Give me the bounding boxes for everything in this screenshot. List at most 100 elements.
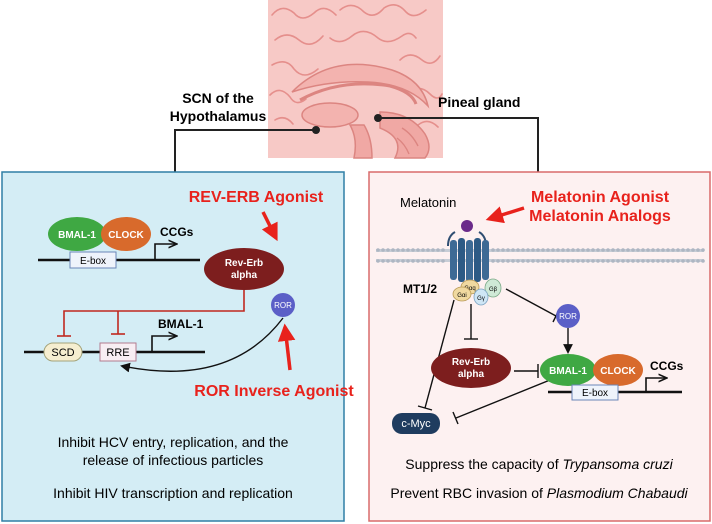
bmal1-protein-right (540, 354, 596, 386)
membrane-lipid (386, 248, 390, 252)
membrane-lipid (436, 248, 440, 252)
membrane-lipid (546, 259, 550, 263)
membrane-lipid (666, 248, 670, 252)
membrane-lipid (671, 248, 675, 252)
right-effect-2-text: Prevent RBC invasion of (390, 485, 546, 501)
bmal1-to-cmyc-inhibition (455, 379, 551, 419)
left-effect-2: Inhibit HIV transcription and replicatio… (53, 485, 293, 501)
membrane-lipid (556, 248, 560, 252)
clock-right-label: CLOCK (600, 366, 636, 377)
membrane-lipid (556, 259, 560, 263)
membrane-lipid (411, 248, 415, 252)
membrane-lipid (401, 259, 405, 263)
ccgs-right-label: CCGs (650, 359, 684, 373)
pineal-label: Pineal gland (438, 94, 520, 110)
right-effect-2-organism: Plasmodium Chabaudi (547, 485, 689, 501)
scd-gene (43, 342, 83, 362)
membrane-lipid (551, 248, 555, 252)
membrane-lipid (586, 248, 590, 252)
membrane-lipid (651, 248, 655, 252)
melatonin-analogs-label: Melatonin Analogs (529, 208, 671, 225)
clock-protein (101, 217, 151, 251)
membrane-lipid (501, 248, 505, 252)
membrane-lipid (626, 259, 630, 263)
membrane-lipid (491, 259, 495, 263)
rre-label: RRE (106, 347, 129, 359)
membrane-lipid (401, 248, 405, 252)
rev-erb-right-line-2: alpha (458, 369, 485, 380)
membrane-lipid (526, 248, 530, 252)
melatonin-agonist-arrow (485, 206, 525, 224)
scn-label-line-2: Hypothalamus (170, 108, 267, 124)
membrane-lipid (511, 248, 515, 252)
melatonin-agonist-label: Melatonin Agonist (531, 189, 670, 206)
membrane-lipid (386, 259, 390, 263)
membrane-lipid (611, 248, 615, 252)
connector-lines (174, 117, 539, 172)
g-beta-label: Gβ (489, 287, 498, 293)
membrane-lipid (441, 259, 445, 263)
membrane-lipid (521, 259, 525, 263)
membrane-lipid (411, 259, 415, 263)
g-alpha-i-subunit (452, 286, 472, 302)
cell-membrane (376, 248, 705, 263)
membrane-lipid (396, 259, 400, 263)
membrane-lipid (431, 259, 435, 263)
bmal1-gene-promoter-arrow (151, 336, 176, 352)
membrane-lipid (676, 259, 680, 263)
clock-protein-right (593, 354, 643, 386)
rre-element (99, 342, 137, 362)
membrane-lipid (581, 259, 585, 263)
scn-marker-dot (312, 126, 320, 134)
membrane-lipid (526, 259, 530, 263)
membrane-lipid (381, 259, 385, 263)
membrane-lipid (621, 259, 625, 263)
rev-erb-agonist-arrow (261, 211, 278, 242)
melatonin-label: Melatonin (400, 195, 456, 210)
rev-erb-label-line-2: alpha (231, 270, 258, 281)
membrane-lipid (491, 248, 495, 252)
right-effect-1-text: Suppress the capacity of (405, 456, 562, 472)
membrane-lipid (586, 259, 590, 263)
right-effect-1: Suppress the capacity of Trypansoma cruz… (405, 456, 673, 472)
bmal1-protein-label: BMAL-1 (58, 230, 96, 241)
ccgs-promoter-arrow (154, 244, 176, 260)
ccgs-label: CCGs (160, 225, 194, 239)
membrane-lipid (571, 259, 575, 263)
membrane-lipid (686, 248, 690, 252)
membrane-lipid (536, 259, 540, 263)
membrane-lipid (561, 259, 565, 263)
right-effect-1-organism: Trypansoma cruzi (562, 456, 673, 472)
scn-label-line-1: SCN of the (182, 90, 254, 106)
brain-illustration (268, 0, 443, 159)
membrane-lipid (681, 259, 685, 263)
membrane-lipid (496, 248, 500, 252)
membrane-lipid (696, 248, 700, 252)
membrane-lipid (631, 248, 635, 252)
clock-protein-label: CLOCK (108, 230, 144, 241)
cmyc-protein (392, 413, 440, 434)
cmyc-label: c-Myc (401, 418, 431, 430)
membrane-lipid (606, 248, 610, 252)
membrane-lipid (571, 248, 575, 252)
membrane-lipid (566, 248, 570, 252)
membrane-lipid (696, 259, 700, 263)
membrane-lipid (636, 259, 640, 263)
membrane-lipid (416, 259, 420, 263)
membrane-lipid (681, 248, 685, 252)
membrane-lipid (641, 248, 645, 252)
scd-label: SCD (51, 347, 74, 359)
g-beta-subunit (484, 278, 502, 298)
membrane-lipid (376, 248, 380, 252)
membrane-lipid (591, 248, 595, 252)
membrane-lipid (391, 259, 395, 263)
rev-erb-right-line-1: Rev-Erb (452, 357, 490, 368)
membrane-lipid (406, 248, 410, 252)
bmal1-protein (48, 217, 106, 251)
membrane-lipid (551, 259, 555, 263)
membrane-lipid (541, 259, 545, 263)
membrane-lipid (516, 248, 520, 252)
membrane-lipid (616, 248, 620, 252)
membrane-lipid (631, 259, 635, 263)
